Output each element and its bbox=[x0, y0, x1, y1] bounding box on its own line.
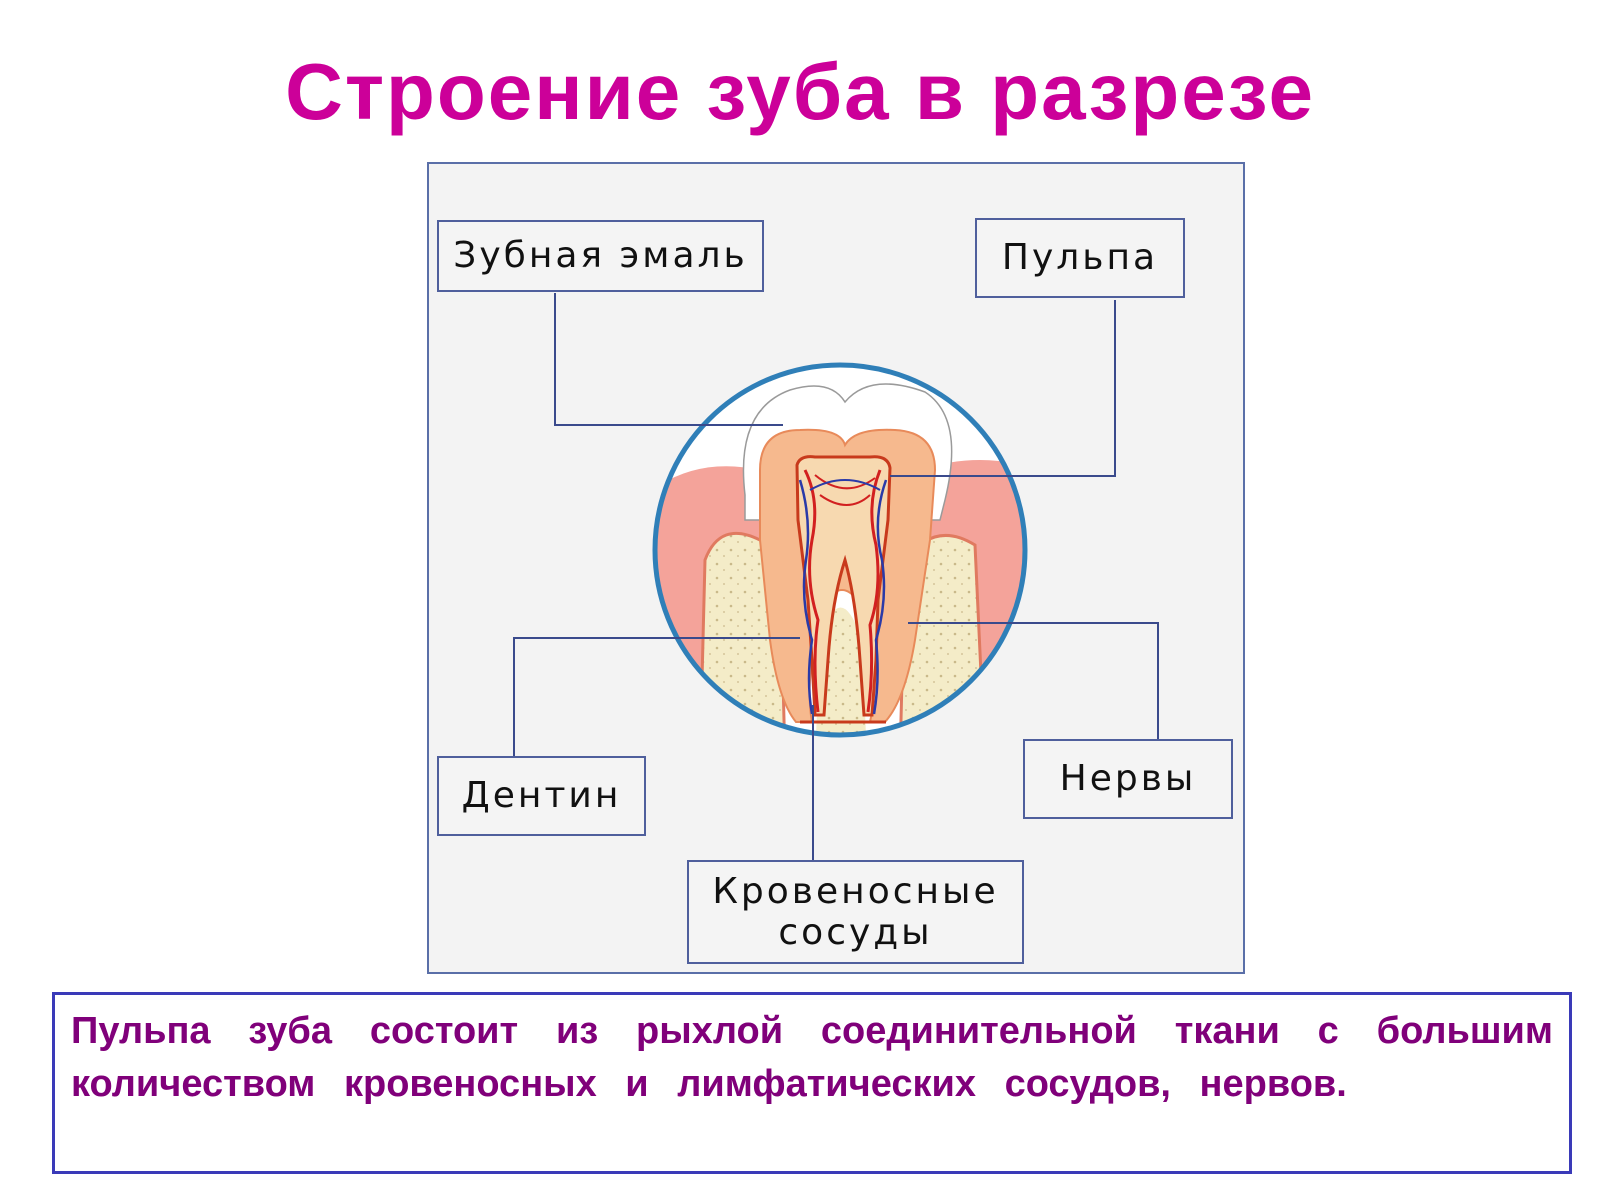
label-dentin: Дентин bbox=[437, 756, 646, 836]
blood-vessel bbox=[803, 469, 820, 713]
label-dentin-text: Дентин bbox=[461, 775, 622, 817]
caption-text: Пульпа зуба состоит из рыхлой соединител… bbox=[71, 1010, 1553, 1105]
caption-box: Пульпа зуба состоит из рыхлой соединител… bbox=[52, 992, 1572, 1174]
illustration-circle bbox=[652, 362, 1028, 738]
leader-nerves bbox=[908, 622, 1159, 740]
leader-pulp bbox=[890, 300, 1116, 477]
label-vessels-line1: Кровеносные bbox=[712, 870, 999, 912]
blood-vessel bbox=[814, 474, 876, 506]
label-vessels-line2: сосуды bbox=[778, 912, 933, 953]
nerve bbox=[872, 479, 888, 715]
label-enamel-text: Зубная эмаль bbox=[453, 235, 748, 277]
label-nerves-text: Нервы bbox=[1059, 758, 1197, 800]
label-pulp-text: Пульпа bbox=[1001, 237, 1159, 279]
label-pulp: Пульпа bbox=[975, 218, 1185, 298]
blood-vessel bbox=[866, 469, 882, 713]
leader-lines bbox=[513, 293, 1159, 860]
page-title: Строение зуба в разрезе bbox=[285, 47, 1315, 136]
label-enamel: Зубная эмаль bbox=[437, 220, 764, 292]
nerve bbox=[798, 479, 814, 715]
leader-enamel bbox=[554, 293, 783, 426]
pulp-chamber bbox=[795, 455, 892, 717]
label-nerves: Нервы bbox=[1023, 739, 1233, 819]
leader-dentin bbox=[513, 637, 800, 756]
label-vessels: Кровеносные сосуды bbox=[687, 860, 1024, 964]
nerve bbox=[809, 479, 881, 491]
